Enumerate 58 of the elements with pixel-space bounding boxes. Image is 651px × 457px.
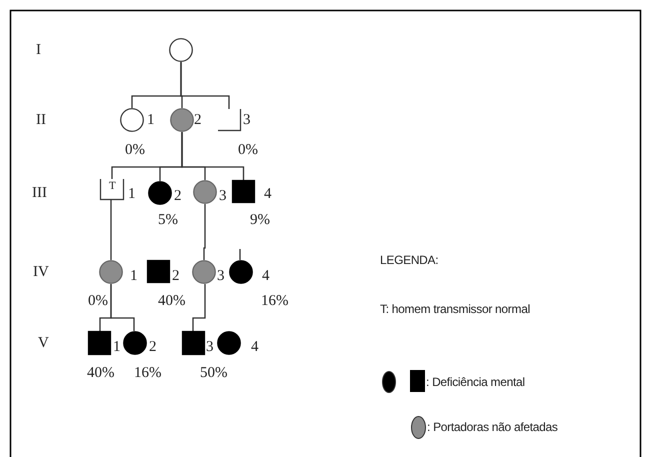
percentage-label: 5%: [158, 212, 178, 228]
female-symbol: [217, 331, 241, 355]
individual-number: 4: [264, 186, 272, 202]
male-symbol: [88, 331, 111, 355]
individual-number: 2: [149, 339, 156, 355]
pedigree-line: [180, 62, 230, 109]
individual-number: 4: [262, 268, 270, 284]
female-symbol: [229, 260, 253, 284]
pedigree-line: [239, 249, 241, 260]
individual-number: 3: [206, 339, 214, 355]
percentage-label: 0%: [88, 293, 108, 309]
symbol-letter: T: [109, 181, 116, 192]
legend-title: LEGENDA:: [380, 253, 438, 267]
percentage-label: 50%: [200, 365, 228, 381]
generation-label: III: [32, 185, 47, 201]
legend-text: T: homem transmissor normal: [380, 302, 530, 316]
female-symbol: [170, 108, 194, 132]
female-symbol: [169, 38, 193, 62]
pedigree-line: [192, 284, 206, 331]
percentage-label: 16%: [261, 293, 288, 309]
percentage-label: 40%: [87, 365, 114, 381]
individual-number: 1: [113, 339, 120, 355]
individual-number: 2: [194, 112, 202, 128]
female-symbol: [193, 180, 217, 204]
percentage-label: 0%: [125, 142, 145, 158]
individual-number: 2: [174, 188, 182, 204]
individual-number: 1: [147, 112, 154, 128]
individual-number: 3: [217, 268, 224, 284]
individual-number: 4: [251, 339, 258, 355]
generation-label: V: [38, 335, 49, 351]
percentage-label: 40%: [158, 293, 186, 309]
male-symbol: [147, 260, 170, 283]
percentage-label: 0%: [238, 142, 258, 158]
pedigree-line: [110, 200, 112, 260]
female-symbol: [99, 260, 123, 284]
female-symbol: [120, 108, 144, 132]
female-symbol: [148, 181, 172, 205]
individual-number: 2: [172, 268, 180, 284]
legend-text: : Deficiência mental: [426, 375, 525, 389]
female-symbol: [192, 260, 216, 284]
pedigree-line: [181, 132, 244, 180]
pedigree-line: [110, 284, 135, 331]
male-symbol: [232, 180, 255, 203]
percentage-label: 16%: [134, 365, 162, 381]
generation-label: IV: [33, 264, 49, 280]
open-male-symbol: [100, 179, 124, 200]
partial-male-symbol: [218, 109, 241, 131]
pedigree-line: [203, 204, 206, 260]
individual-number: 3: [243, 112, 250, 128]
individual-number: 3: [219, 188, 226, 204]
male-symbol: [182, 331, 205, 355]
generation-label: I: [36, 42, 41, 58]
individual-number: 1: [130, 268, 138, 284]
generation-label: II: [36, 112, 46, 128]
female-symbol: [123, 331, 147, 355]
individual-number: 1: [128, 186, 136, 202]
percentage-label: 9%: [250, 212, 270, 228]
legend-text: : Portadoras não afetadas: [427, 420, 558, 434]
